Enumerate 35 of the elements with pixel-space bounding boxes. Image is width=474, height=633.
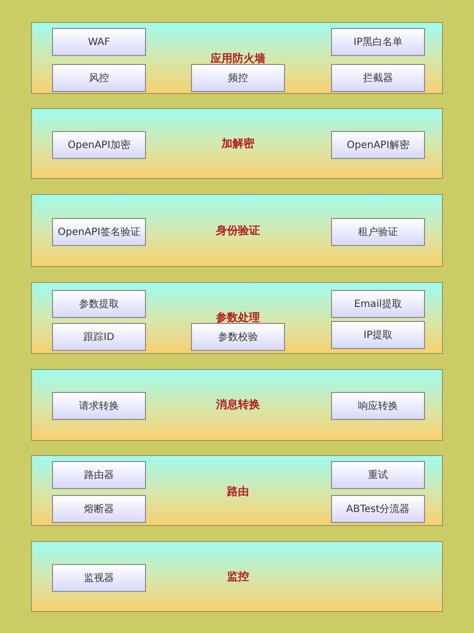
component-box: IP提取 [331,321,425,349]
component-box: 参数校验 [191,323,285,351]
component-box: 风控 [52,64,146,92]
layer-panel [31,282,443,354]
layer-title: 应用防火墙 [209,52,266,66]
layer-panel [31,369,443,441]
component-box: 响应转换 [331,392,425,420]
component-box: IP黑白名单 [331,28,425,56]
component-box: 重试 [331,461,425,489]
component-box: 租户验证 [331,218,425,246]
layer-title: 路由 [226,485,250,499]
layer-panel [31,194,443,267]
layer-title: 参数处理 [215,311,261,325]
component-box: Email提取 [331,290,425,318]
layer-panel [31,541,443,612]
component-box: 请求转换 [52,392,146,420]
component-box: 频控 [191,64,285,92]
component-box: 路由器 [52,461,146,489]
component-box: ABTest分流器 [331,495,425,523]
component-box: 拦截器 [331,64,425,92]
layer-panel [31,108,443,179]
component-box: OpenAPI加密 [52,131,146,159]
layer-title: 监控 [226,570,250,584]
component-box: WAF [52,28,146,56]
layer-title: 消息转换 [215,398,261,412]
layer-panel [31,22,443,94]
component-box: OpenAPI签名验证 [52,218,146,246]
layer-title: 身份验证 [215,224,261,238]
layer-panel [31,455,443,526]
component-box: 监视器 [52,564,146,592]
component-box: OpenAPI解密 [331,131,425,159]
component-box: 熔断器 [52,495,146,523]
component-box: 跟踪ID [52,323,146,351]
component-box: 参数提取 [52,290,146,318]
layer-title: 加解密 [220,137,256,151]
